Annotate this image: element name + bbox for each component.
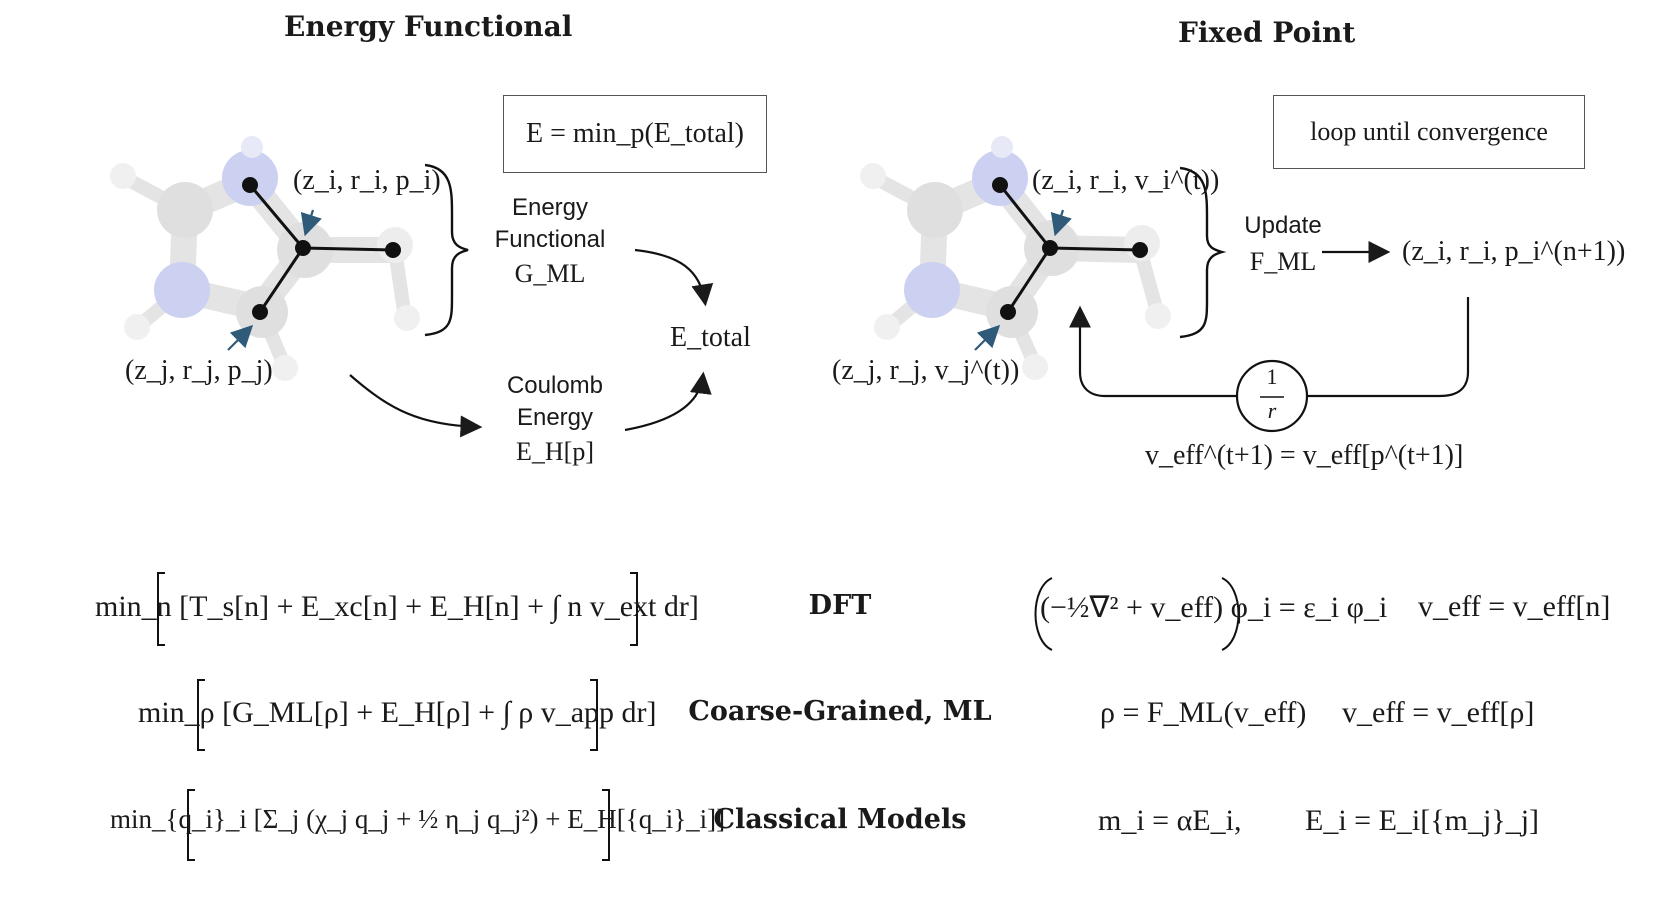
functional-symbol: G_ML — [514, 259, 586, 288]
carbon-atom-icon — [157, 182, 213, 238]
carbon-atom-icon — [907, 182, 963, 238]
row-dft-method: DFT — [808, 590, 872, 621]
update-symbol: F_ML — [1249, 247, 1317, 276]
hydrogen-atom-icon — [110, 163, 136, 189]
nitrogen-atom-icon — [154, 262, 210, 318]
graph-node — [1000, 304, 1016, 320]
bracket-row-1 — [157, 572, 1240, 651]
graph-node — [1042, 240, 1058, 256]
functional-line1: Energy — [511, 194, 589, 221]
bracket-row-3 — [187, 789, 610, 861]
row-ml-equation-a: ρ = F_ML(v_eff) — [1100, 696, 1307, 729]
right-brace — [1179, 166, 1227, 339]
graph-node — [242, 177, 258, 193]
atom-j-features: (z_j, r_j, p_j) — [125, 355, 273, 386]
veff-update-equation: v_eff^(t+1) = v_eff[p^(t+1)] — [1145, 440, 1464, 471]
hydrogen-atom-icon — [1022, 354, 1048, 380]
graph-node — [385, 242, 401, 258]
hydrogen-atom-icon — [860, 163, 886, 189]
hydrogen-atom-icon — [1145, 303, 1171, 329]
hydrogen-atom-icon — [241, 136, 263, 158]
row-ml-objective: min_ρ [G_ML[ρ] + E_H[ρ] + ∫ ρ v_app dr] — [138, 696, 657, 729]
row-dft-objective: min_n [T_s[n] + E_xc[n] + E_H[n] + ∫ n v… — [95, 590, 699, 623]
hydrogen-atom-icon — [272, 355, 298, 381]
kernel-numerator: 1 — [1266, 364, 1278, 389]
pointer-arrow — [1050, 209, 1072, 237]
molecule-to-coulomb-arrow — [349, 374, 483, 438]
coulomb-kernel-node — [1235, 359, 1309, 433]
functional-to-total-arrow — [634, 248, 714, 307]
hydrogen-atom-icon — [394, 305, 420, 331]
hydrogen-atom-icon — [991, 136, 1013, 158]
feedback-line-right — [1308, 297, 1470, 398]
coulomb-to-total-arrow — [624, 371, 712, 432]
graph-node — [252, 304, 268, 320]
row-classical-method: Classical Models — [713, 804, 967, 835]
feedback-arrow-left — [1069, 305, 1237, 398]
title-fixed-point: Fixed Point — [1178, 16, 1356, 49]
row-classical-equation-a: m_i = αE_i, — [1098, 804, 1242, 837]
right-atom-j-features: (z_j, r_j, v_j^(t)) — [832, 355, 1020, 386]
coulomb-label: Coulomb Energy E_H[p] — [480, 370, 630, 468]
right-graph — [974, 177, 1148, 351]
loop-until-convergence-text: loop until convergence — [1310, 117, 1548, 146]
graph-node — [992, 177, 1008, 193]
left-graph — [227, 177, 401, 351]
row-ml-method: Coarse-Grained, ML — [688, 696, 992, 727]
left-brace — [424, 163, 469, 337]
row-dft-equation-a: (−½∇² + v_eff) φ_i = ε_i φ_i — [1040, 591, 1388, 624]
energy-min-box: E = min_p(E_total) — [503, 95, 767, 173]
functional-label: Energy Functional G_ML — [475, 192, 625, 290]
pointer-arrow — [227, 324, 254, 351]
hydrogen-atom-icon — [124, 314, 150, 340]
pointer-arrow — [300, 209, 322, 237]
title-energy-functional: Energy Functional — [284, 10, 573, 43]
row-classical-equation-b: E_i = E_i[{m_j}_j] — [1305, 804, 1540, 837]
row-ml-equation-b: v_eff = v_eff[ρ] — [1342, 696, 1535, 729]
energy-min-equation: E = min_p(E_total) — [526, 118, 744, 149]
row-dft-equation-b: v_eff = v_eff[n] — [1418, 590, 1611, 623]
update-label: Update — [1244, 212, 1322, 239]
atom-i-features: (z_i, r_i, p_i) — [293, 165, 441, 196]
graph-node — [295, 240, 311, 256]
coulomb-line1: Coulomb — [506, 372, 604, 399]
updated-features: (z_i, r_i, p_i^(n+1)) — [1402, 236, 1626, 267]
kernel-denominator: r — [1267, 398, 1277, 423]
functional-line2: Functional — [494, 226, 606, 253]
row-classical-objective: min_{q_i}_i [Σ_j (χ_j q_j + ½ η_j q_j²) … — [110, 804, 726, 834]
update-label-group: Update F_ML — [1228, 210, 1338, 278]
graph-node — [1132, 242, 1148, 258]
right-atom-i-features: (z_i, r_i, v_i^(t)) — [1032, 165, 1220, 196]
coulomb-symbol: E_H[p] — [516, 437, 594, 466]
hydrogen-atom-icon — [874, 314, 900, 340]
bracket-row-2 — [197, 679, 598, 751]
total-energy-label: E_total — [670, 322, 751, 353]
loop-until-convergence-box: loop until convergence — [1273, 95, 1585, 169]
pointer-arrow — [974, 324, 1001, 351]
nitrogen-atom-icon — [904, 262, 960, 318]
coulomb-line2: Energy — [516, 404, 594, 431]
